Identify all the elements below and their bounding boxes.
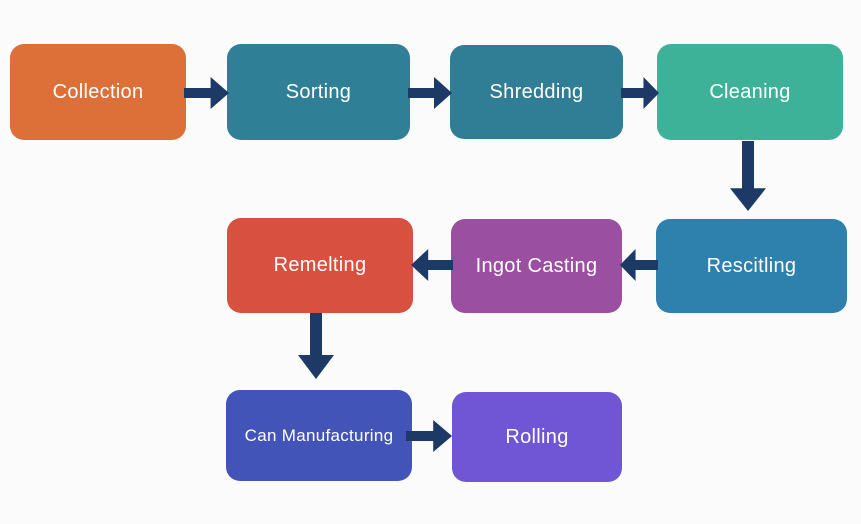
node-label: Rescitling: [706, 254, 797, 277]
node-label: Rolling: [505, 425, 569, 448]
node-collection: Collection: [10, 44, 186, 140]
node-label: Shredding: [489, 80, 584, 103]
node-rescitling: Rescitling: [656, 219, 847, 313]
node-label: Can Manufacturing: [244, 425, 394, 445]
node-rolling: Rolling: [452, 392, 622, 482]
arrow-right-icon: [621, 77, 659, 109]
node-remelting: Remelting: [227, 218, 413, 313]
node-label: Remelting: [273, 254, 367, 276]
arrow-right-icon: [408, 77, 452, 109]
node-label: Ingot Casting: [475, 254, 598, 277]
arrow-down-icon: [298, 313, 334, 379]
node-cleaning: Cleaning: [657, 44, 843, 140]
node-label: Cleaning: [709, 80, 791, 103]
arrow-left-icon: [411, 249, 453, 281]
arrow-right-icon: [184, 77, 229, 109]
node-label: Collection: [52, 80, 144, 103]
node-sorting: Sorting: [227, 44, 410, 140]
arrow-left-icon: [620, 249, 658, 281]
arrow-down-icon: [730, 141, 766, 211]
node-shredding: Shredding: [450, 45, 623, 139]
node-label: Sorting: [285, 80, 352, 103]
node-ingot-casting: Ingot Casting: [451, 219, 622, 313]
node-can-manufacturing: Can Manufacturing: [226, 390, 412, 481]
arrow-right-icon: [406, 420, 452, 452]
